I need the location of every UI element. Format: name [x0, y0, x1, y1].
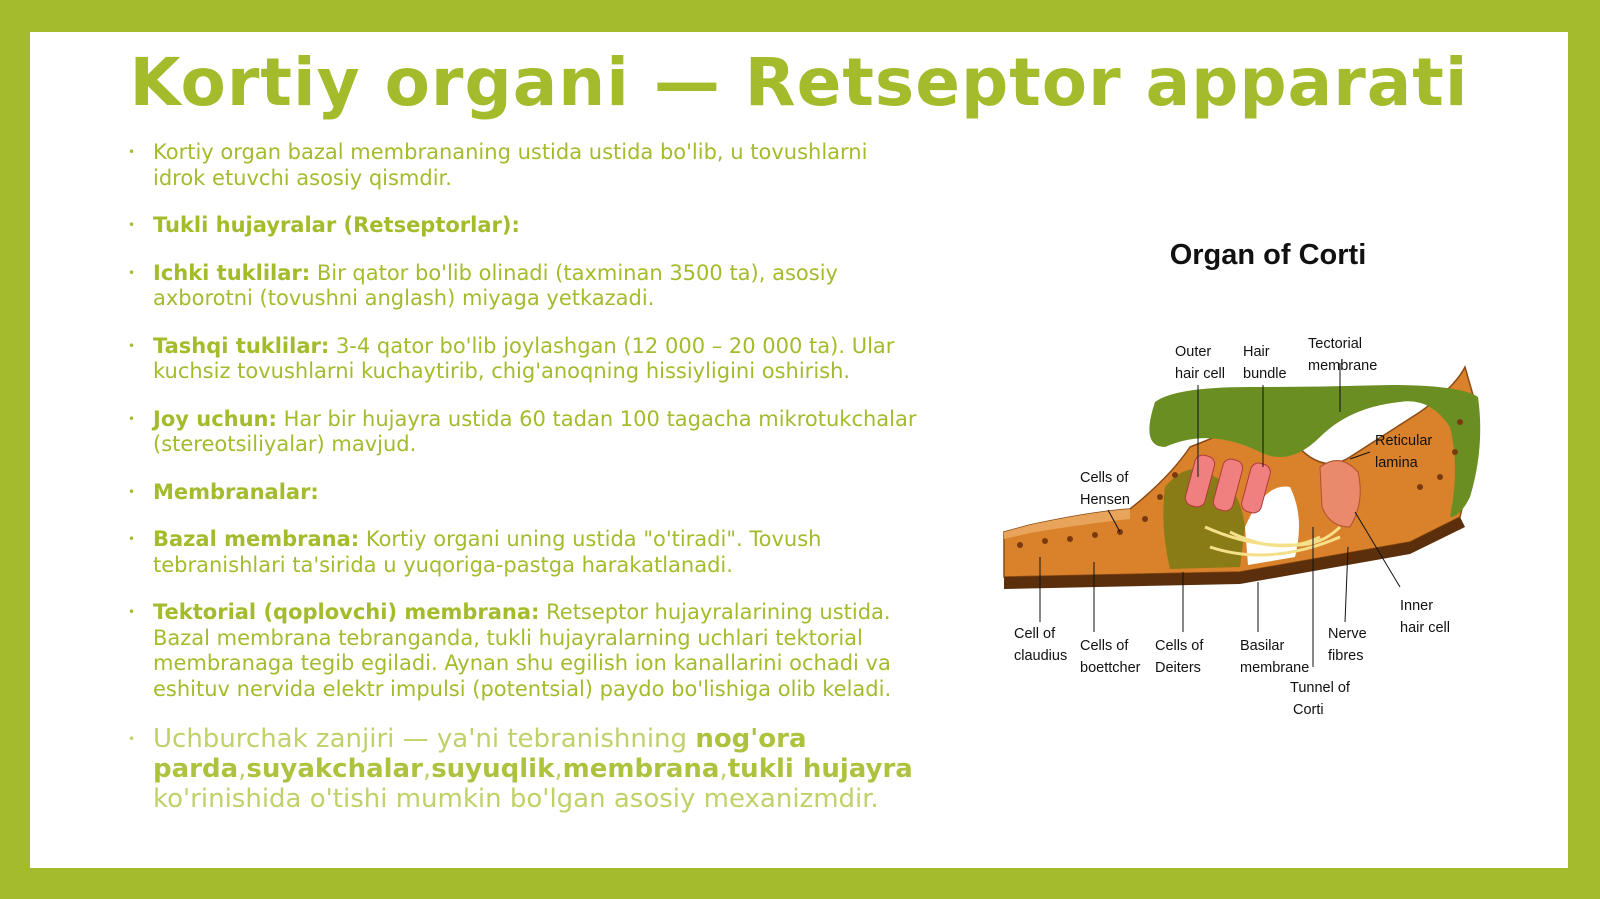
bullet-dot-icon: •	[128, 265, 136, 280]
bullet-text: Retseptor hujayralarining ustida. Bazal …	[153, 600, 892, 701]
label-nerve-fibres-1: Nerve	[1328, 626, 1367, 642]
nerve-fibres-shape	[1204, 525, 1342, 557]
bullet-text: Har bir hujayra ustida 60 tadan 100 taga…	[153, 406, 917, 457]
bullet-dot-icon: •	[128, 484, 136, 499]
figure-title: Organ of Corti	[1170, 239, 1367, 271]
label-nerve-fibres-2: fibres	[1328, 648, 1363, 664]
label-tectorial-membrane-1: Tectorial	[1308, 336, 1362, 352]
bullet-heading: Joy uchun:	[153, 406, 277, 431]
bullet-item: • Ichki tuklilar: Bir qator bo'lib olinad…	[125, 261, 925, 312]
bullet-item: • Membranalar:	[125, 480, 925, 506]
bullet-heading: Tektorial (qoplovchi) membrana:	[153, 600, 540, 624]
summary-separator: ,	[554, 754, 563, 784]
cell-nuclei	[1017, 419, 1463, 548]
tectorial-membrane-shape	[1149, 385, 1481, 517]
tissue-edge	[1004, 509, 1130, 539]
label-tunnel-of-corti-2: Corti	[1293, 702, 1324, 718]
bullet-item: • Tukli hujayralar (Retseptorlar):	[125, 213, 925, 239]
label-tunnel-of-corti-1: Tunnel of	[1290, 680, 1351, 696]
bullet-text: Bir qator bo'lib olinadi (taxminan 3500 …	[153, 260, 838, 311]
outer-hair-cell-3	[1241, 462, 1271, 514]
bullet-item: • Bazal membrana: Kortiy organi uning ust…	[125, 527, 925, 578]
label-cell-of-claudius-2: claudius	[1014, 648, 1067, 664]
label-reticular-lamina-1: Reticular	[1375, 433, 1432, 449]
summary-term: suyuqlik	[431, 754, 555, 784]
label-inner-hair-cell-2: hair cell	[1400, 620, 1450, 636]
slide: Kortiy organi — Retseptor apparati • Kort…	[30, 32, 1568, 868]
label-inner-hair-cell-1: Inner	[1400, 598, 1433, 614]
label-reticular-lamina-2: lamina	[1375, 455, 1419, 471]
bullet-item: • Joy uchun: Har bir hujayra ustida 60 ta…	[125, 407, 925, 458]
summary-term: suyakchalar	[246, 754, 423, 784]
label-tectorial-membrane-2: membrane	[1308, 358, 1377, 374]
summary-text: ko'rinishida o'tishi mumkin bo'lgan asos…	[153, 784, 879, 814]
slide-title: Kortiy organi — Retseptor apparati	[129, 44, 1469, 121]
outer-hair-cell-1	[1184, 454, 1216, 508]
label-outer-hair-cell-1: Outer	[1175, 344, 1211, 360]
bullet-text: 3-4 qator bo'lib joylashgan (12 000 – 20…	[153, 333, 895, 384]
label-outer-hair-cell-2: hair cell	[1175, 366, 1225, 382]
organ-of-corti-diagram: Organ of Corti	[1003, 239, 1481, 718]
bullet-item: • Tektorial (qoplovchi) membrana: Retsept…	[125, 600, 925, 702]
bullet-item-summary: • Uchburchak zanjiri — ya'ni tebranishnin…	[125, 724, 925, 814]
summary-term: nog'ora parda	[153, 724, 807, 784]
label-cells-of-hensen-1: Cells of	[1080, 470, 1129, 486]
bullet-dot-icon: •	[128, 338, 136, 353]
bullet-item: • Tashqi tuklilar: 3-4 qator bo'lib joyla…	[125, 334, 925, 385]
inner-hair-cell-shape	[1319, 460, 1361, 528]
label-pointers	[1039, 363, 1401, 667]
summary-term: tukli hujayra	[727, 754, 913, 784]
bullet-heading: Ichki tuklilar:	[153, 260, 311, 285]
label-basilar-membrane-2: membrane	[1240, 660, 1309, 676]
summary-separator: ,	[719, 754, 728, 784]
summary-separator: ,	[422, 754, 432, 784]
label-cells-of-boettcher-1: Cells of	[1080, 638, 1129, 654]
bullet-heading: Tukli hujayralar (Retseptorlar):	[153, 213, 520, 237]
bullet-dot-icon: •	[128, 605, 136, 619]
bullet-item: • Kortiy organ bazal membrananing ustida …	[125, 140, 925, 191]
summary-text: Uchburchak zanjiri — ya'ni tebranishning	[153, 724, 696, 754]
label-cells-of-hensen-2: Hensen	[1080, 492, 1130, 508]
bullet-heading: Membranalar:	[153, 479, 319, 504]
bullet-dot-icon: •	[128, 532, 136, 546]
bullet-dot-icon: •	[128, 732, 136, 746]
label-cells-of-deiters-2: Deiters	[1155, 660, 1201, 676]
organ-of-corti-figure: Organ of Corti	[990, 227, 1520, 737]
label-hair-bundle-2: bundle	[1243, 366, 1287, 382]
bullet-heading: Tashqi tuklilar:	[153, 333, 330, 358]
bullet-list: • Kortiy organ bazal membrananing ustida …	[125, 140, 925, 836]
outer-hair-cell-2	[1212, 458, 1244, 512]
label-cell-of-claudius-1: Cell of	[1014, 626, 1056, 642]
label-hair-bundle-1: Hair	[1243, 344, 1270, 360]
summary-term: membrana	[562, 754, 720, 784]
basilar-membrane-shape	[1004, 517, 1465, 589]
label-cells-of-boettcher-2: boettcher	[1080, 660, 1141, 676]
bullet-text: Kortiy organ bazal membrananing ustida u…	[153, 140, 868, 190]
bullet-text: Kortiy organi uning ustida "o'tiradi". T…	[153, 527, 822, 577]
bullet-dot-icon: •	[128, 218, 136, 232]
label-basilar-membrane-1: Basilar	[1240, 638, 1284, 654]
label-cells-of-deiters-1: Cells of	[1155, 638, 1204, 654]
bullet-dot-icon: •	[128, 145, 136, 159]
bullet-heading: Bazal membrana:	[153, 527, 360, 551]
summary-separator: ,	[238, 754, 247, 784]
bullet-dot-icon: •	[128, 411, 136, 426]
